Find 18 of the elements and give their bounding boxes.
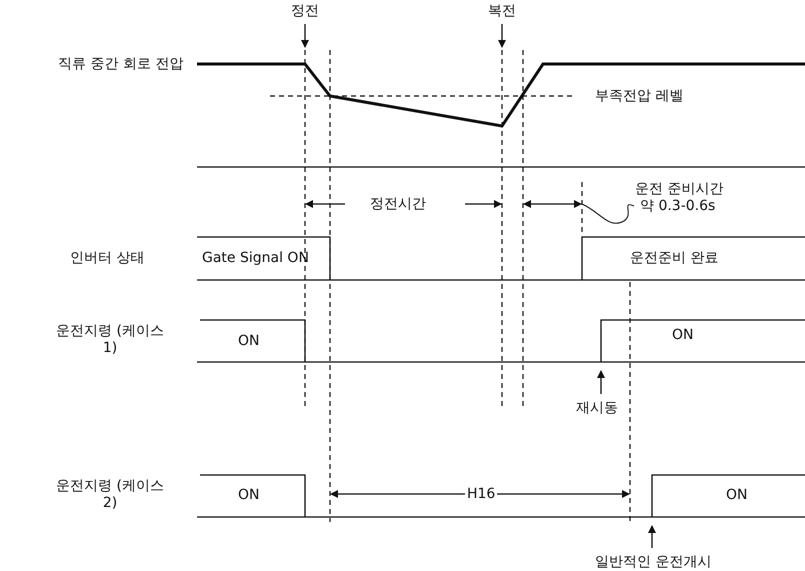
signal-name: 직류 중간 회로 전압 [58,56,184,73]
state-label: Gate Signal ON [202,250,309,267]
event-label: 복전 [487,3,517,20]
state-label: ON [726,487,748,504]
duration-value: 약 0.3-0.6s [640,198,716,215]
duration-label: 정전시간 [370,196,426,213]
signal-name: 운전지령 (케이스 2) [55,478,165,512]
state-label: ON [238,487,260,504]
state-label: 운전준비 완료 [630,250,718,267]
state-label: ON [238,333,260,350]
signal-name: 운전지령 (케이스 1) [55,323,165,357]
level-label: 부족전압 레벨 [595,88,684,105]
signal-name: 인버터 상태 [70,250,144,267]
event-label: 정전 [290,3,320,20]
event-label: 일반적인 운전개시 [595,554,712,571]
event-label: 재시동 [576,400,618,417]
duration-label: 운전 준비시간 [635,181,724,198]
state-label: ON [672,327,694,344]
